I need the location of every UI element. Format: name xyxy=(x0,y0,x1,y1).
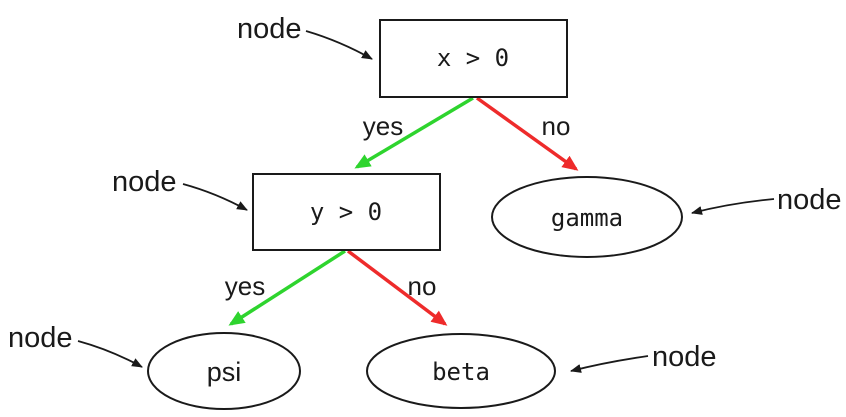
annotation-arrow-child xyxy=(182,183,248,211)
annotation-arrow-psi xyxy=(77,340,143,368)
annotation-label-gamma: node xyxy=(777,184,842,216)
edge-root-to-gamma-no xyxy=(475,96,579,171)
node-root-rect xyxy=(379,19,568,98)
node-root-label: x > 0 xyxy=(437,44,509,72)
edge-label-yes-bottom: yes xyxy=(225,271,265,301)
node-beta-ellipse xyxy=(366,333,556,409)
edge-label-no-bottom: no xyxy=(408,271,437,301)
node-gamma-ellipse xyxy=(491,176,683,258)
annotation-label-psi: node xyxy=(8,322,73,354)
node-gamma-label: gamma xyxy=(551,204,623,232)
node-child-rect xyxy=(252,173,441,251)
annotation-arrow-beta xyxy=(570,355,649,373)
edge-label-yes-top: yes xyxy=(363,111,403,141)
node-beta-label: beta xyxy=(432,358,490,386)
annotation-label-beta: node xyxy=(652,341,717,373)
annotation-arrow-root xyxy=(305,30,373,60)
edge-child-to-beta-no xyxy=(346,249,448,326)
edge-label-no-top: no xyxy=(542,111,571,141)
edge-child-to-psi-yes xyxy=(228,249,346,326)
annotation-arrow-gamma xyxy=(691,198,775,215)
annotation-label-root: node xyxy=(237,13,302,45)
annotation-label-child: node xyxy=(112,166,177,198)
node-psi-label: psi xyxy=(207,357,242,387)
node-psi-ellipse xyxy=(147,332,301,410)
node-child-label: y > 0 xyxy=(310,198,382,226)
edge-root-to-child-yes xyxy=(354,96,474,169)
